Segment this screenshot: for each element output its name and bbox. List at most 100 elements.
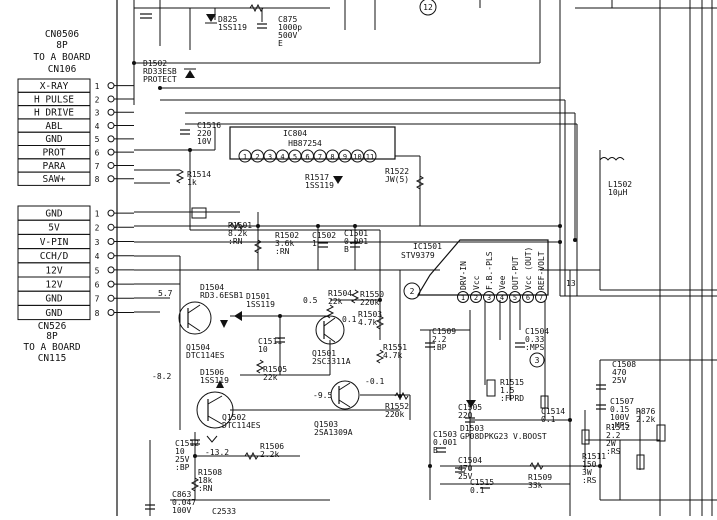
reference-bubbles: 12 2 3 [403, 0, 545, 368]
diode-d1504-symbol [220, 320, 228, 328]
label-v57: 5.7 [158, 289, 173, 298]
label-d825-line: 1SS119 [218, 23, 247, 32]
label-d1503-line: GP08DPKG23 V.BOOST [460, 432, 547, 441]
diode-d1503-symbol [466, 400, 476, 408]
label-c875-line: E [278, 39, 283, 48]
ic804-pin-number: 10 [353, 153, 361, 161]
bubble-2: 2 [410, 287, 415, 296]
label-c1504a-line: 0.33 [525, 335, 544, 344]
label-v13: 13 [566, 279, 576, 288]
ic804-pin-number: 9 [343, 153, 347, 161]
label-r876-line: R876 [636, 407, 655, 416]
cn0506-pin-terminal [107, 148, 115, 156]
label-v01b-line: -0.1 [365, 377, 384, 386]
label-q1502-line: Q1502 [222, 413, 246, 422]
junction-dots [132, 61, 602, 468]
label-c1516-line: C1516 [197, 121, 221, 130]
label-c1509-line: C1509 [432, 327, 456, 336]
resistor-top [249, 3, 264, 13]
label-r1508-line: 18k [198, 476, 213, 485]
transistor-q1503-symbol [330, 380, 360, 410]
cn526-pin-label: 5V [48, 223, 60, 234]
label-d1506-line: 1SS119 [200, 376, 229, 385]
cn0506-pin-terminal [107, 108, 115, 116]
cn0506-pin-number: 8 [95, 175, 100, 184]
cn0506-pin-label: PROT [43, 148, 66, 159]
component-labels: D8251SS119C8751000p500VED1502RD33ESBPROT… [143, 15, 655, 516]
label-c863-line: 0.047 [172, 498, 196, 507]
diode-r1517-symbol [333, 176, 343, 184]
label-c1508-line: 470 [612, 368, 627, 377]
cn526-pin-label: GND [45, 209, 62, 220]
cn0506-pin-label: GND [45, 134, 62, 145]
label-r1512-line: :RS [606, 447, 621, 456]
ic1501-pin [470, 291, 482, 303]
cn0506-title-1: CN0506 [45, 29, 80, 40]
label-q1501-line: Q1501 [312, 349, 336, 358]
label-c1511-line: 10 [258, 345, 268, 354]
label-q1504-line: Q1504 [186, 343, 210, 352]
label-c1511-line: C1511 [258, 337, 282, 346]
cn0506-pin-cell [17, 171, 91, 186]
label-d1506-line: D1506 [200, 368, 224, 377]
label-r1506-line: 2.2k [260, 450, 279, 459]
label-c1503-line: 0.001 [433, 438, 457, 447]
label-q1504-line: DTC114ES [186, 351, 225, 360]
test-pad [191, 207, 207, 219]
resistor-r1551 [375, 349, 385, 364]
label-d1501-line: 1SS119 [246, 300, 275, 309]
ic1501-pin-function: Vcc (OUT) [524, 247, 533, 290]
ic1501-pin-number: 6 [526, 294, 530, 302]
label-v132: -13.2 [205, 448, 229, 457]
resistor-r1522 [415, 175, 425, 190]
resistor-r1509 [529, 461, 544, 471]
label-r1505-line: 22k [263, 373, 278, 382]
label-r1512-line: R1512 [606, 423, 630, 432]
cn526-pin-number: 4 [95, 252, 100, 261]
cn0506-pin-terminal [107, 175, 115, 183]
resistor-r1515 [486, 379, 496, 397]
label-c1504b-line: C1504 [458, 456, 482, 465]
label-r1509-line: R1509 [528, 473, 552, 482]
ic1501-pin-number: 2 [474, 294, 478, 302]
cn0506-pin-number: 6 [95, 149, 100, 158]
resistor-r1512 [636, 454, 645, 470]
resistor-r876 [656, 424, 666, 442]
label-r1517-line: R1517 [305, 173, 329, 182]
label-r1501-line: :RN [228, 237, 243, 246]
ic804-pin-number: 6 [305, 153, 309, 161]
ic1501-pin-function: Vee [498, 275, 507, 290]
cn526-pin-terminal [107, 252, 115, 260]
label-v01b: -0.1 [365, 377, 384, 386]
label-r1514-line: R1514 [187, 170, 211, 179]
cn0506-title-4: CN106 [48, 64, 77, 75]
label-c1514-line: C1514 [541, 407, 565, 416]
diode-d825-symbol [206, 14, 216, 22]
label-c1516-line: 220 [197, 129, 212, 138]
label-d1503-line: D1503 [460, 424, 484, 433]
label-c1507-line: 100V [610, 413, 629, 422]
resistor-c1514 [540, 395, 549, 409]
label-r1522-line: R1522 [385, 167, 409, 176]
label-r1509-line: 33k [528, 481, 543, 490]
ic1501-pin-number: 3 [487, 294, 491, 302]
label-c2533: C2533 [212, 507, 236, 516]
